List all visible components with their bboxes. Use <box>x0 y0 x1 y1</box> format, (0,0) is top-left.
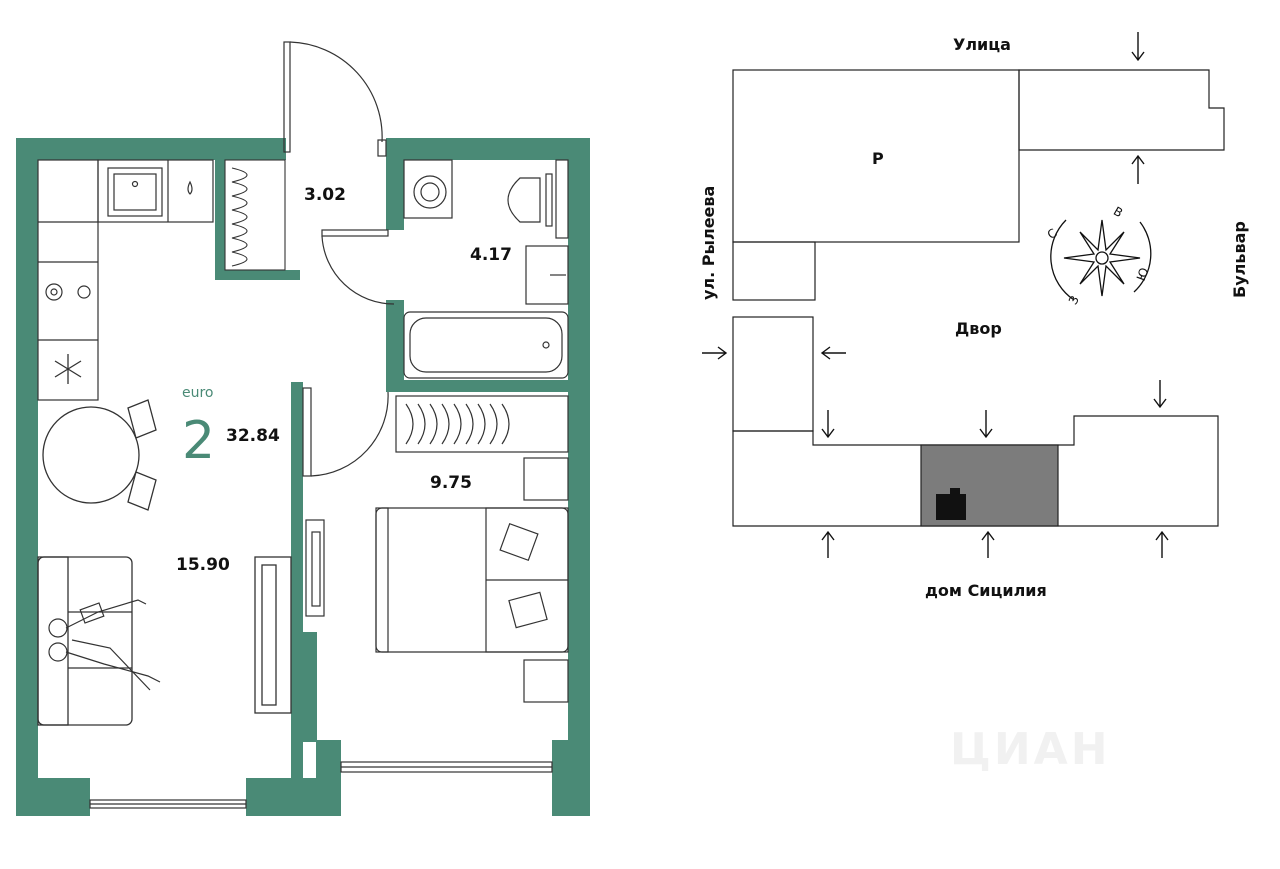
house-name-label: дом Сицилия <box>925 581 1047 600</box>
entrance-arrows <box>702 32 1169 558</box>
compass-east: В <box>1111 204 1125 220</box>
building-court-left <box>732 316 814 432</box>
compass-rose <box>1050 219 1152 301</box>
street-top-label: Улица <box>953 35 1011 54</box>
compass-south: Ю <box>1134 266 1152 283</box>
compass-north: С <box>1045 226 1060 242</box>
total-area: 32.84 <box>226 426 280 446</box>
sofa <box>37 556 133 726</box>
house-marker-icon <box>936 488 966 520</box>
bathroom-area: 4.17 <box>470 245 512 265</box>
building-annex <box>732 241 816 301</box>
bedroom-area: 9.75 <box>430 473 472 493</box>
kitchen-counter <box>37 159 214 401</box>
walls <box>16 138 590 816</box>
class-label: euro <box>182 385 214 401</box>
people-sketch <box>48 599 161 691</box>
street-right-label: Бульвар <box>1230 221 1249 298</box>
hall-door <box>321 229 395 305</box>
site-plan: С В Ю З Улица ул. Рылеева Бульвар Двор Р… <box>699 32 1249 600</box>
rooms-count: 2 <box>182 411 215 471</box>
building-street <box>1018 69 1225 151</box>
windows <box>89 761 553 809</box>
compass-west: З <box>1066 293 1082 307</box>
floor-plan: 3.02 4.17 9.75 15.90 euro 2 32.84 <box>16 41 590 816</box>
watermark: ЦИАН <box>950 724 1111 775</box>
courtyard-label: Двор <box>955 319 1002 338</box>
bedroom-furniture <box>305 395 569 703</box>
living-area: 15.90 <box>176 555 230 575</box>
street-left-label: ул. Рылеева <box>699 186 718 300</box>
building-p-label: Р <box>872 149 884 168</box>
bedroom-door <box>302 387 389 477</box>
dining-table <box>42 399 157 511</box>
site-buildings <box>732 69 1225 527</box>
tv-stand <box>254 556 292 714</box>
freezer-icon <box>54 354 82 384</box>
entry-door <box>283 41 387 157</box>
building-p <box>732 69 1020 243</box>
bathroom-fixtures <box>403 159 569 379</box>
building-complex <box>732 415 1219 527</box>
hall-wardrobe <box>224 159 286 271</box>
hall-area: 3.02 <box>304 185 346 205</box>
